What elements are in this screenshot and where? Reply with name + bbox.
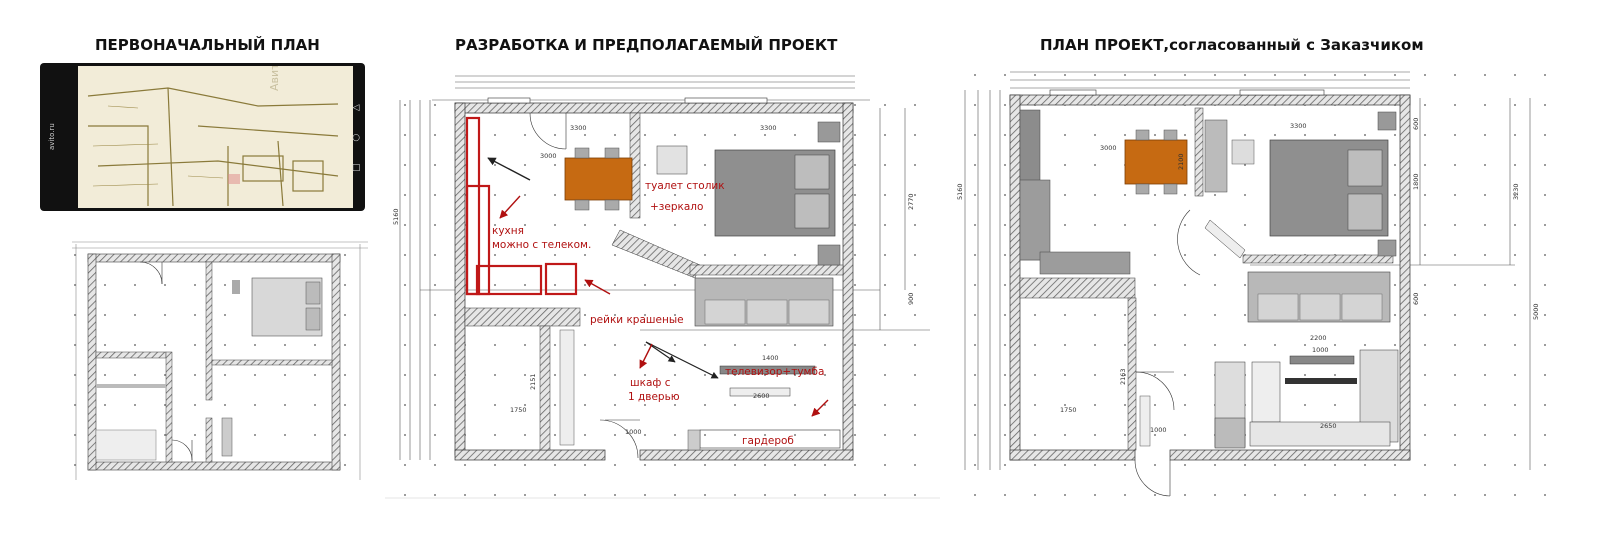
dim-r-tv-width: 2200 (1310, 334, 1327, 342)
dim-tv: 1400 (762, 354, 779, 362)
dim-r-right-height: 3230 (1512, 183, 1520, 200)
dining-table-approved (1124, 139, 1188, 185)
dim-r-tv: 1000 (1312, 346, 1329, 354)
phone-nav-icons: ◁ ○ □ (351, 93, 361, 183)
dim-r-bath-height: 2163 (1119, 368, 1127, 385)
annotation-mirror: +зеркало (650, 201, 703, 213)
dim-top-right: 3300 (760, 124, 777, 132)
plan-original (70, 232, 370, 492)
armchair-icon (1231, 139, 1255, 165)
phone-screenshot: avito.ru Авито ◁ ○ (40, 63, 365, 211)
annotation-wardrobe: гардероб (742, 435, 794, 447)
annotation-kitchen: кухня (492, 225, 524, 237)
annotation-kitchen-tv: можно с телеком. (492, 239, 591, 251)
dim-r-door: 1000 (1150, 426, 1167, 434)
scanned-plan-drawing: Авито (78, 66, 353, 208)
tv-stand-approved (1289, 355, 1355, 365)
title-approved-plan: ПЛАН ПРОЕКТ,согласованный с Заказчиком (1040, 36, 1424, 54)
dim-kitchen: 3000 (540, 152, 557, 160)
dim-r-wardrobe: 2650 (1320, 422, 1337, 430)
back-icon[interactable]: ◁ (352, 103, 360, 113)
dim-r-left-height: 5160 (956, 183, 964, 200)
title-original-plan: ПЕРВОНАЧАЛЬНЫЙ ПЛАН (95, 36, 320, 54)
dim-r-table: 2100 (1177, 153, 1185, 170)
dim-left-height: 5160 (392, 208, 400, 225)
kitchen-outline (465, 116, 578, 296)
annotation-wardrobe-door-1: шкаф с (630, 377, 671, 389)
plan-development: 3300 3000 3300 5160 2770 900 (390, 75, 940, 500)
annotation-tv-stand: телевизор+тумба (725, 366, 824, 378)
armchair-icon (656, 145, 688, 175)
annotation-rails: рейки крашеные (590, 314, 684, 326)
annotation-toilet-table: туалет столик (645, 180, 725, 192)
dim-top: 3300 (570, 124, 587, 132)
scanned-plan-photo: Авито (78, 66, 353, 208)
dim-sofa: 900 (907, 293, 915, 305)
dim-right-height: 2770 (907, 193, 915, 210)
dim-r-bed: 1800 (1412, 173, 1420, 190)
dim-r-total: 5000 (1532, 303, 1540, 320)
dim-r-kitchen: 3000 (1100, 144, 1117, 152)
dim-r-sofa: 600 (1412, 293, 1420, 305)
dim-r-top: 3300 (1290, 122, 1307, 130)
plan-approved: 3300 3000 5160 3230 600 1800 600 5000 21… (950, 70, 1550, 510)
dim-r-top-right: 600 (1412, 118, 1420, 130)
dining-table (564, 157, 633, 201)
tv-stand-icon (719, 365, 816, 375)
annotation-wardrobe-door-2: 1 дверью (628, 391, 680, 403)
home-icon[interactable]: ○ (352, 133, 360, 143)
dim-door: 1000 (625, 428, 642, 436)
dim-r-bath-width: 1750 (1060, 406, 1077, 414)
dim-bath-width: 1750 (510, 406, 527, 414)
dim-tv-2: 2600 (753, 392, 770, 400)
title-development-plan: РАЗРАБОТКА И ПРЕДПОЛАГАЕМЫЙ ПРОЕКТ (455, 36, 838, 54)
watermark-text: Авито (268, 66, 281, 91)
recents-icon[interactable]: □ (351, 163, 361, 173)
wardrobe-approved (1249, 421, 1391, 447)
dim-bath-height: 2151 (529, 373, 537, 390)
